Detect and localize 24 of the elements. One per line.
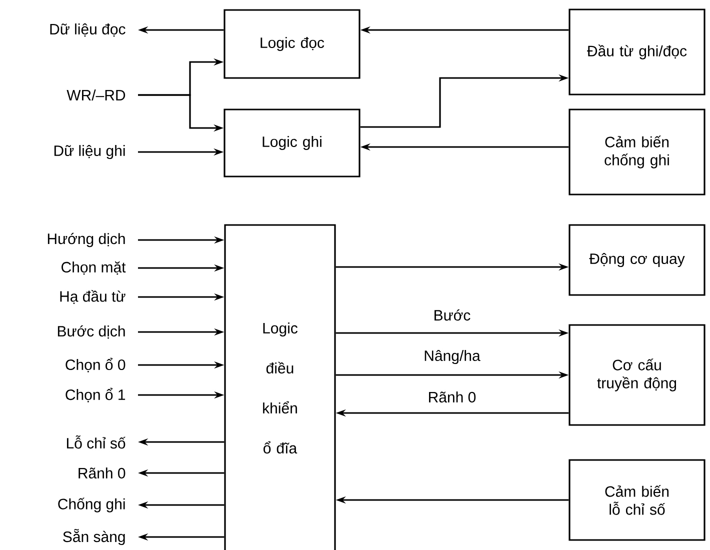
signal-label: Bước dịch bbox=[58, 325, 125, 339]
signal-label: Hạ đầu từ bbox=[60, 290, 126, 304]
signal-label: Dữ liệu ghi bbox=[54, 145, 125, 160]
signal-label: Dữ liệu đọc bbox=[50, 23, 126, 37]
signal-label: Chọn ổ 0 bbox=[66, 358, 126, 372]
signal-label: Hướng dịch bbox=[48, 232, 125, 248]
process-box: Đầu từ ghi/đọc bbox=[568, 8, 706, 96]
process-box: Logic ghi bbox=[224, 108, 360, 178]
controller-box: Logic điều khiển ổ đĩa bbox=[224, 224, 336, 550]
edge-label: Bước bbox=[432, 308, 472, 322]
process-box: Logic đọc bbox=[224, 9, 360, 79]
signal-label: Lỗ chỉ số bbox=[67, 435, 126, 449]
process-box: Động cơ quay bbox=[568, 224, 706, 296]
signal-label: WR/–RD bbox=[66, 90, 126, 100]
signal-label: Chống ghi bbox=[58, 498, 125, 512]
edge-label: Rãnh 0 bbox=[426, 390, 478, 404]
process-box: Cảm biến lỗ chỉ số bbox=[568, 459, 706, 541]
signal-label: Rãnh 0 bbox=[78, 468, 126, 478]
signal-label: Chọn ổ 1 bbox=[66, 388, 126, 402]
signal-label: Sẵn sàng bbox=[63, 528, 125, 546]
process-box: Cảm biến chống ghi bbox=[568, 108, 706, 196]
process-box: Cơ cấu truyền động bbox=[568, 324, 706, 426]
signal-label: Chọn mặt bbox=[62, 261, 126, 275]
edge-label: Nâng/ha bbox=[422, 349, 482, 366]
